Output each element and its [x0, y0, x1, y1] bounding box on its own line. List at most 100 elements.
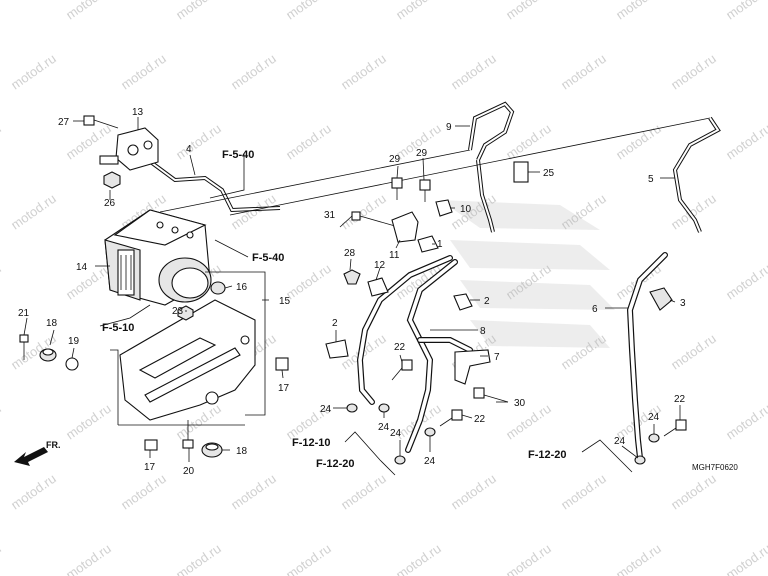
ref-f-5-40-top: F-5-40: [222, 149, 254, 161]
callout-10: 10: [460, 204, 472, 215]
watermark-text: motod.ru: [613, 0, 664, 22]
callout-24b: 24: [378, 422, 390, 433]
watermark-text: motod.ru: [173, 541, 224, 576]
leader-lines: [23, 117, 681, 476]
watermark-text: motod.ru: [668, 471, 719, 513]
grommet-18: [201, 442, 223, 458]
bracket-12: [367, 277, 389, 297]
clip-28: [343, 269, 361, 285]
bolt-29b: [419, 179, 431, 202]
callout-25: 25: [543, 168, 555, 179]
watermark-text: motod.ru: [503, 541, 554, 576]
watermark-text: motod.ru: [173, 121, 224, 163]
watermark-text: motod.ru: [283, 0, 334, 22]
callout-18b: 18: [236, 446, 248, 457]
callout-4: 4: [186, 144, 192, 155]
watermark-text: motod.ru: [503, 401, 554, 443]
callout-18a: 18: [46, 318, 58, 329]
brake-hose-6: [626, 252, 668, 461]
watermark-text: motod.ru: [283, 121, 334, 163]
nut: [103, 171, 121, 189]
grommet: [39, 348, 57, 362]
clip-17a: [275, 357, 289, 371]
bolt-30: [473, 387, 509, 403]
washers-24: [346, 403, 660, 465]
ref-f-12-20-left: F-12-20: [316, 458, 355, 470]
callout-numbers: 1 2 2 3 4 5 6 7 8 9 10 11 12 13 14 15 16…: [18, 107, 686, 477]
brake-hose-left: [356, 255, 453, 405]
callout-24c: 24: [390, 428, 402, 439]
callout-19: 19: [68, 336, 80, 347]
callout-30: 30: [514, 398, 526, 409]
front-direction-arrow: [14, 447, 48, 466]
watermark-text: motod.ru: [228, 471, 279, 513]
watermark-text: motod.ru: [0, 0, 4, 22]
callout-24d: 24: [424, 456, 436, 467]
clip-7: [454, 349, 491, 385]
nut-23: [177, 305, 194, 321]
watermark-text: motod.ru: [338, 191, 389, 233]
watermark-text: motod.ru: [613, 121, 664, 163]
callout-23: 23: [172, 306, 184, 317]
callout-14: 14: [76, 262, 88, 273]
watermark-text: motod.ru: [63, 541, 114, 576]
watermark-text: motod.ru: [503, 0, 554, 22]
callout-24e: 24: [648, 412, 660, 423]
callout-22c: 22: [674, 394, 686, 405]
watermark-text: motod.ru: [63, 0, 114, 22]
ref-f-12-10: F-12-10: [292, 437, 331, 449]
bolt-29a: [391, 177, 403, 200]
callout-2: 2: [484, 296, 490, 307]
clip-25: [513, 161, 529, 183]
callout-29a: 29: [389, 154, 401, 165]
abs-modulator: [104, 209, 212, 306]
watermark-text: motod.ru: [173, 0, 224, 22]
watermark-text: motod.ru: [118, 471, 169, 513]
watermark-text: motod.ru: [723, 121, 768, 163]
brake-hose-8: [405, 259, 473, 453]
watermark-text: motod.ru: [393, 0, 444, 22]
watermark-text: motod.ru: [283, 261, 334, 303]
watermark-text: motod.ru: [668, 191, 719, 233]
watermark-text: motod.ru: [503, 121, 554, 163]
bracket-11: [391, 211, 419, 243]
callout-12: 12: [374, 260, 386, 271]
callout-5: 5: [648, 174, 654, 185]
bolt-22a: [391, 359, 413, 381]
diagram-code: MGH7F0620: [692, 463, 738, 472]
front-direction-label: FR.: [46, 440, 61, 450]
watermark-text: motod.ru: [0, 401, 4, 443]
watermark-text: motod.ru: [338, 471, 389, 513]
watermark-text: motod.ru: [448, 51, 499, 93]
callout-26: 26: [104, 198, 116, 209]
bracket-outline: [110, 271, 266, 426]
brake-joint: [99, 127, 159, 171]
brake-pipe-4: [146, 158, 281, 213]
watermark-text: motod.ru: [558, 471, 609, 513]
callout-3: 3: [680, 298, 686, 309]
watermark-text: motod.ru: [668, 51, 719, 93]
bolt-22c: [663, 419, 687, 437]
watermark-text: motod.ru: [8, 51, 59, 93]
watermark-text: motod.ru: [723, 0, 768, 22]
clamp-10: [435, 199, 453, 217]
reference-labels: F-5-40 F-5-40 F-5-10 F-12-10 F-12-20 F-1…: [102, 149, 567, 470]
watermark-text: motod.ru: [338, 51, 389, 93]
callout-22a: 22: [394, 342, 406, 353]
callout-24f: 24: [614, 436, 626, 447]
callout-28: 28: [344, 248, 356, 259]
brand-wing-logo: [440, 200, 615, 348]
watermark-text: motod.ru: [723, 401, 768, 443]
ref-f-12-20-right: F-12-20: [528, 449, 567, 461]
callout-9: 9: [446, 122, 452, 133]
callout-29b: 29: [416, 148, 428, 159]
callout-8: 8: [480, 326, 486, 337]
callout-22b: 22: [474, 414, 486, 425]
callout-11: 11: [389, 250, 400, 261]
callout-27: 27: [58, 117, 70, 128]
watermark-text: motod.ru: [613, 541, 664, 576]
watermark-text: motod.ru: [228, 51, 279, 93]
watermark-text: motod.ru: [393, 541, 444, 576]
watermark-text: motod.ru: [558, 51, 609, 93]
